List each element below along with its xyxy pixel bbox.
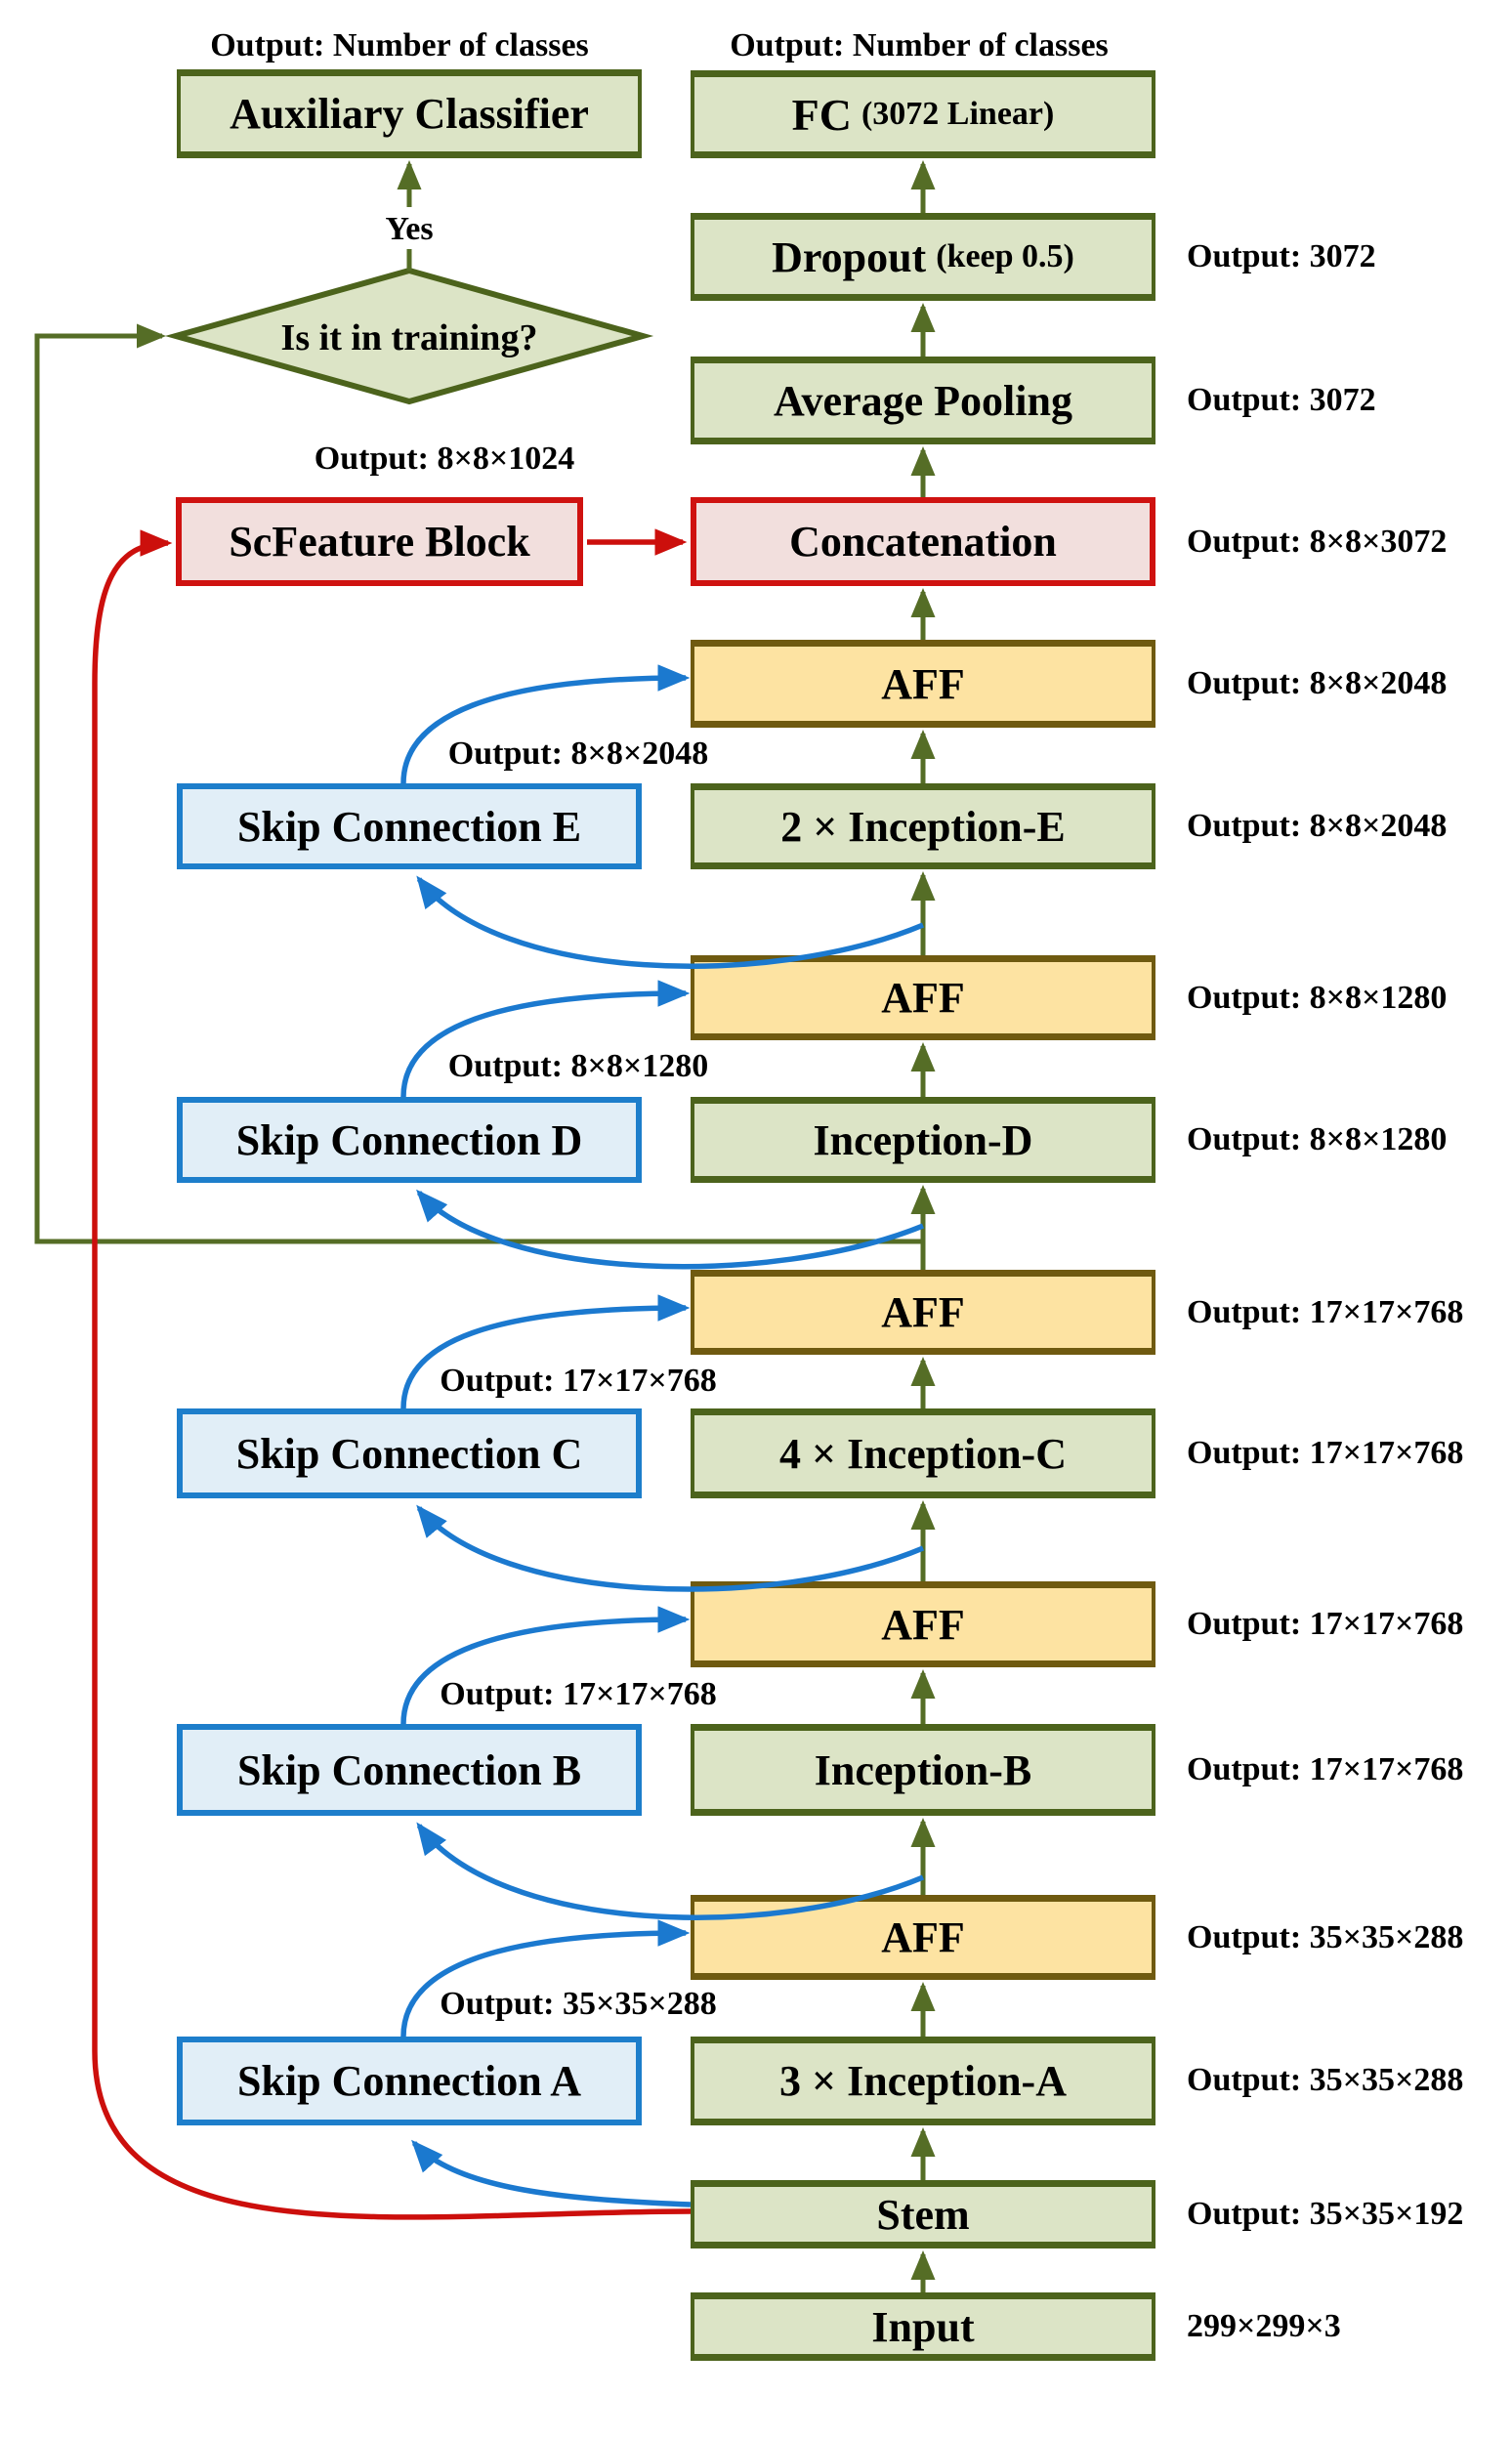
skip-d-output-label: Output: 8×8×1280 [447, 1048, 709, 1084]
skip-in-arrow-c [416, 1504, 925, 1592]
decision-question: Is it in training? [280, 317, 538, 358]
block-label: AFF [881, 1913, 965, 1961]
block-aff-d: AFF [691, 955, 1155, 1040]
block-label: Inception-D [813, 1115, 1033, 1164]
block-inception-e: 2 × Inception-E [691, 783, 1155, 869]
scfeature-block: ScFeature Block [176, 497, 583, 586]
block-label: ScFeature Block [229, 518, 530, 566]
output-label-aff-b: Output: 17×17×768 [1187, 1606, 1464, 1642]
block-label: Dropout [772, 232, 927, 281]
output-label-inception-b: Output: 17×17×768 [1187, 1751, 1464, 1787]
block-label: Auxiliary Classifier [230, 90, 589, 138]
block-average-pooling: Average Pooling [691, 357, 1155, 444]
skip-c-output-label: Output: 17×17×768 [440, 1363, 717, 1399]
yes-label: Yes [385, 211, 434, 247]
scfeature-output-label: Output: 8×8×1024 [314, 441, 575, 477]
block-sublabel: (keep 0.5) [936, 238, 1074, 274]
block-aff-a: AFF [691, 1895, 1155, 1980]
block-label: Skip Connection E [236, 802, 582, 851]
block-label: Input [871, 2302, 975, 2351]
fc-output-label: Output: Number of classes [730, 27, 1109, 63]
block-label: Skip Connection A [236, 2057, 582, 2105]
block-label: AFF [881, 659, 965, 708]
block-label: AFF [881, 1600, 965, 1649]
output-label-inception-a: Output: 35×35×288 [1187, 2062, 1464, 2098]
block-inception-d: Inception-D [691, 1097, 1155, 1183]
skip-connection-b: Skip Connection B [177, 1724, 642, 1816]
skip-in-arrow-d [416, 1189, 925, 1270]
block-fc: FC (3072 Linear) [691, 70, 1155, 158]
block-inception-b: Inception-B [691, 1724, 1155, 1816]
block-label: 3 × Inception-A [779, 2057, 1067, 2105]
block-aff-e: AFF [691, 640, 1155, 728]
output-label-aff-c: Output: 17×17×768 [1187, 1294, 1464, 1330]
block-inception-a: 3 × Inception-A [691, 2037, 1155, 2125]
output-label-aff-e: Output: 8×8×2048 [1187, 665, 1448, 701]
block-label: AFF [881, 974, 965, 1022]
output-label-stem: Output: 35×35×192 [1187, 2196, 1464, 2232]
block-label: FC [791, 89, 852, 140]
block-label: Concatenation [789, 518, 1057, 566]
auxiliary-classifier-block: Auxiliary Classifier [177, 69, 642, 158]
block-label: Skip Connection C [235, 1429, 583, 1478]
output-label-average-pooling: Output: 3072 [1187, 382, 1376, 418]
block-label: 2 × Inception-E [780, 802, 1066, 851]
output-label-aff-a: Output: 35×35×288 [1187, 1919, 1464, 1955]
block-label: Skip Connection B [236, 1745, 582, 1794]
block-sublabel: (3072 Linear) [861, 96, 1055, 132]
skip-in-arrow-e [416, 875, 925, 969]
block-input: Input [691, 2292, 1155, 2361]
skip-a-output-label: Output: 35×35×288 [440, 1986, 717, 2022]
output-label-aff-d: Output: 8×8×1280 [1187, 980, 1448, 1016]
block-label: Average Pooling [774, 376, 1072, 425]
block-label: Inception-B [814, 1745, 1032, 1794]
block-aff-b: AFF [691, 1581, 1155, 1667]
output-label-inception-e: Output: 8×8×2048 [1187, 808, 1448, 844]
output-label-inception-d: Output: 8×8×1280 [1187, 1121, 1448, 1157]
aux-output-label: Output: Number of classes [210, 27, 589, 63]
block-label: Skip Connection D [235, 1115, 583, 1164]
block-concatenation: Concatenation [691, 497, 1155, 586]
skip-b-output-label: Output: 17×17×768 [440, 1676, 717, 1712]
block-label: AFF [881, 1288, 965, 1336]
skip-connection-e: Skip Connection E [177, 783, 642, 869]
block-stem: Stem [691, 2180, 1155, 2248]
block-inception-c: 4 × Inception-C [691, 1408, 1155, 1498]
block-label: 4 × Inception-C [779, 1429, 1067, 1478]
input-dims-label: 299×299×3 [1187, 2308, 1341, 2344]
output-label-inception-c: Output: 17×17×768 [1187, 1435, 1464, 1471]
output-label-dropout: Output: 3072 [1187, 238, 1376, 274]
skip-e-output-label: Output: 8×8×2048 [447, 735, 709, 772]
block-label: Stem [876, 2190, 970, 2239]
skip-connection-a: Skip Connection A [177, 2037, 642, 2125]
skip-connection-c: Skip Connection C [177, 1408, 642, 1498]
block-aff-c: AFF [691, 1270, 1155, 1355]
output-label-concatenation: Output: 8×8×3072 [1187, 524, 1448, 560]
block-dropout: Dropout (keep 0.5) [691, 213, 1155, 301]
skip-connection-d: Skip Connection D [177, 1097, 642, 1183]
skip-in-arrow-a [411, 2139, 692, 2207]
